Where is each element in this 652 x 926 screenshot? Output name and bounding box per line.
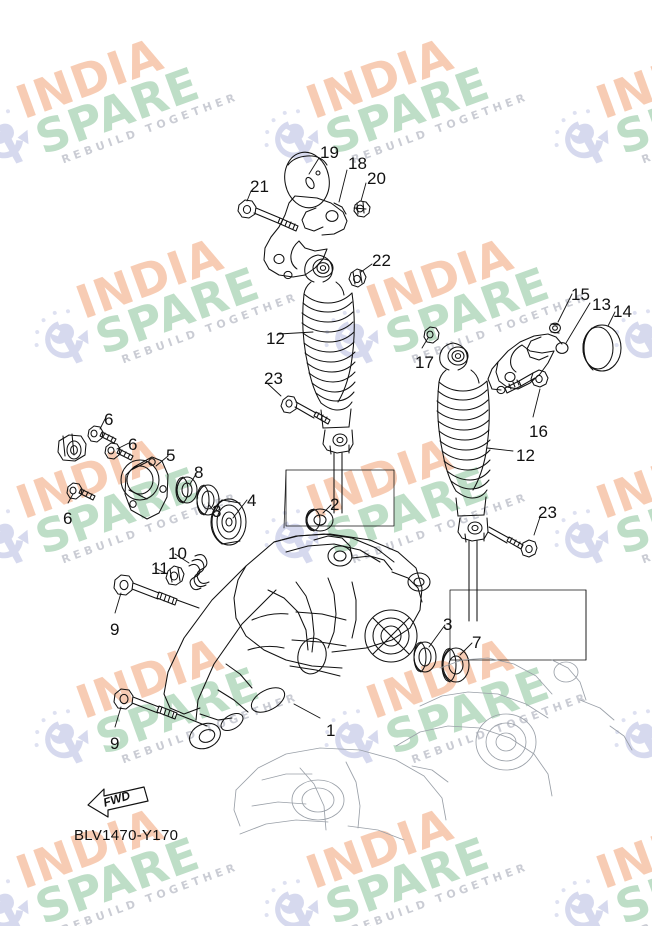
part-15-nut	[549, 322, 561, 334]
part-23b-bolt	[487, 526, 538, 558]
part-bracket-upper	[263, 195, 348, 280]
callout-number-bracket-flange: 5	[166, 446, 176, 465]
part-16-bolt	[504, 369, 549, 394]
part-2-bushing	[305, 508, 334, 532]
callout-number-rear-shock-absorber: 12	[266, 329, 285, 348]
part-12-right-shock	[436, 342, 491, 622]
part-17-nut	[423, 326, 440, 344]
callout-number-bushing: 2	[330, 495, 340, 514]
part-20-nut	[353, 200, 371, 218]
part-23a-bolt	[280, 395, 331, 425]
part-4-bearing	[210, 498, 247, 546]
callout-number-oil-seal: 3	[443, 615, 453, 634]
callout-number-bolt: 17	[415, 353, 434, 372]
part-11-nut	[165, 565, 185, 586]
callout-number-cap-cover: 14	[613, 302, 632, 321]
part-3a-seal	[196, 484, 220, 516]
leader-10	[174, 553, 190, 564]
leader-15	[557, 293, 573, 323]
part-14-cap	[582, 324, 622, 372]
part-10-spring	[188, 554, 210, 591]
part-bracket-right	[487, 333, 569, 395]
callout-number-bolt: 18	[348, 154, 367, 173]
leader-13	[565, 302, 591, 344]
leader-17	[421, 337, 429, 349]
fwd-direction-marker: FWD	[86, 781, 152, 821]
callout-number-bolt: 6	[63, 509, 73, 528]
part-7-collar	[441, 647, 470, 683]
callout-number-bolt: 6	[128, 435, 138, 454]
part-21-bolt	[237, 199, 299, 232]
part-3b-seal	[413, 641, 437, 673]
leader-23a	[266, 382, 282, 397]
callout-number-pivot-bolt: 9	[110, 620, 120, 639]
callout-number-bearing: 4	[247, 491, 257, 510]
leader-12a	[278, 331, 314, 335]
leader-9b	[114, 706, 122, 728]
callout-number-collar: 7	[472, 633, 482, 652]
callout-number-rear-arm-swingarm: 1	[326, 721, 336, 740]
callout-number-nut: 22	[372, 251, 391, 270]
part-12-left-shock	[301, 254, 356, 514]
leader-20	[360, 182, 367, 202]
callout-number-oil-seal: 3	[212, 502, 222, 521]
callout-number-plate-cover: 19	[320, 143, 339, 162]
part-22-nut	[348, 268, 367, 288]
leader-18	[338, 169, 348, 203]
part-9a-bolt	[113, 574, 200, 609]
leader-7	[459, 642, 473, 656]
part-number-label: BLV1470-Y170	[74, 827, 179, 844]
callout-boxes	[283, 469, 587, 661]
callout-number-bolt: 23	[264, 369, 283, 388]
callout-number-spring: 10	[168, 544, 187, 563]
leader-2	[322, 504, 332, 514]
callout-number-bolt: 16	[529, 422, 548, 441]
callout-number-spacer: 8	[194, 463, 204, 482]
part-hex-collar	[57, 433, 87, 462]
callout-number-bolt: 21	[250, 177, 269, 196]
leader-14	[607, 311, 616, 327]
leader-11	[154, 567, 168, 575]
callout-number-nut: 11	[151, 559, 169, 578]
background-ghost-engine	[233, 657, 633, 841]
leader-19	[308, 157, 320, 175]
callout-number-nut: 20	[367, 169, 386, 188]
callout-number-bolt: 13	[592, 295, 611, 314]
part-8-spacer	[175, 476, 198, 504]
callout-number-rear-shock-absorber: 12	[516, 446, 535, 465]
callout-number-nut: 15	[571, 285, 590, 304]
callout-number-pivot-bolt: 9	[110, 734, 120, 753]
part-5-flange	[120, 456, 169, 520]
part-9b-bolt	[113, 688, 208, 727]
leader-12b	[486, 447, 514, 452]
part-6-bolts	[66, 425, 134, 501]
leader-6a	[99, 418, 106, 430]
leader-1	[293, 703, 321, 719]
leader-21	[246, 190, 252, 202]
leader-3b	[428, 624, 446, 648]
leader-9a	[114, 592, 122, 614]
leader-4	[232, 499, 248, 519]
leader-16	[532, 388, 541, 418]
callout-number-bolt: 6	[104, 410, 114, 429]
leader-23b	[533, 516, 541, 536]
leader-6b	[116, 442, 130, 450]
leader-8	[189, 473, 197, 485]
leader-5	[155, 455, 169, 467]
leader-22a	[360, 263, 373, 273]
callout-number-bolt: 23	[538, 503, 557, 522]
leader-6c	[67, 493, 74, 504]
